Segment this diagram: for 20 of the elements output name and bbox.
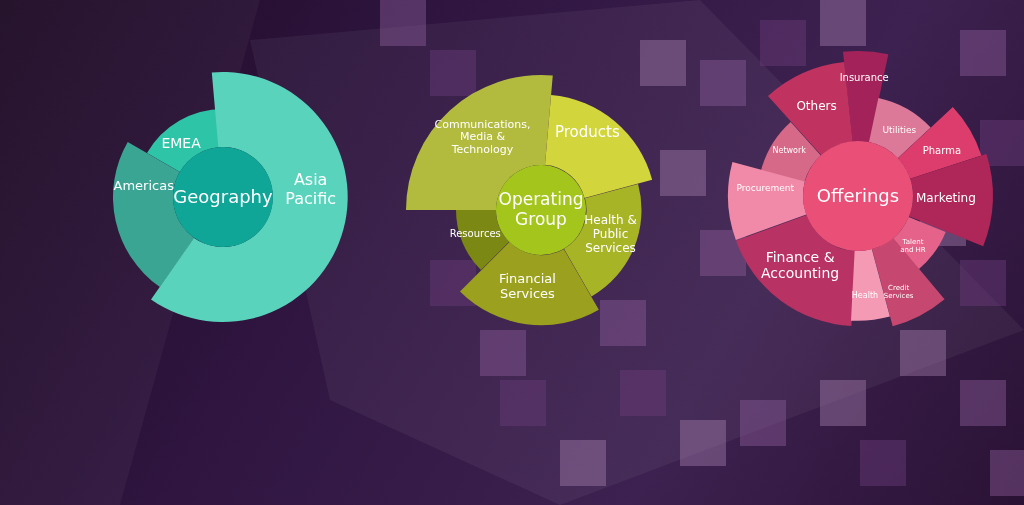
segment-label: Procurement (735, 182, 796, 194)
segment-label: Utilities (881, 124, 918, 135)
segment-label: Health (850, 291, 880, 301)
segment-label: Finance & Accounting (760, 248, 841, 281)
segment-label: Financial Services (497, 271, 557, 302)
segment-label: Others (795, 100, 838, 115)
segment-label: Americas (112, 178, 174, 194)
segment-label: Resources (448, 228, 502, 240)
segment-label: Network (771, 146, 807, 156)
center-label: Operating Group (497, 190, 585, 229)
segment-label: Communications, Media & Technology (433, 118, 532, 157)
segment-label: Health & Public Services (583, 214, 638, 256)
center-label: Offerings (815, 185, 901, 207)
segment-label: EMEA (160, 135, 202, 152)
segment-label: Pharma (921, 145, 962, 158)
segment-label: Asia Pacific (284, 170, 338, 208)
segment-label: Marketing (915, 192, 977, 206)
center-label: Geography (173, 186, 274, 208)
segment-label: Insurance (838, 72, 890, 84)
segment-label: Products (553, 124, 621, 142)
